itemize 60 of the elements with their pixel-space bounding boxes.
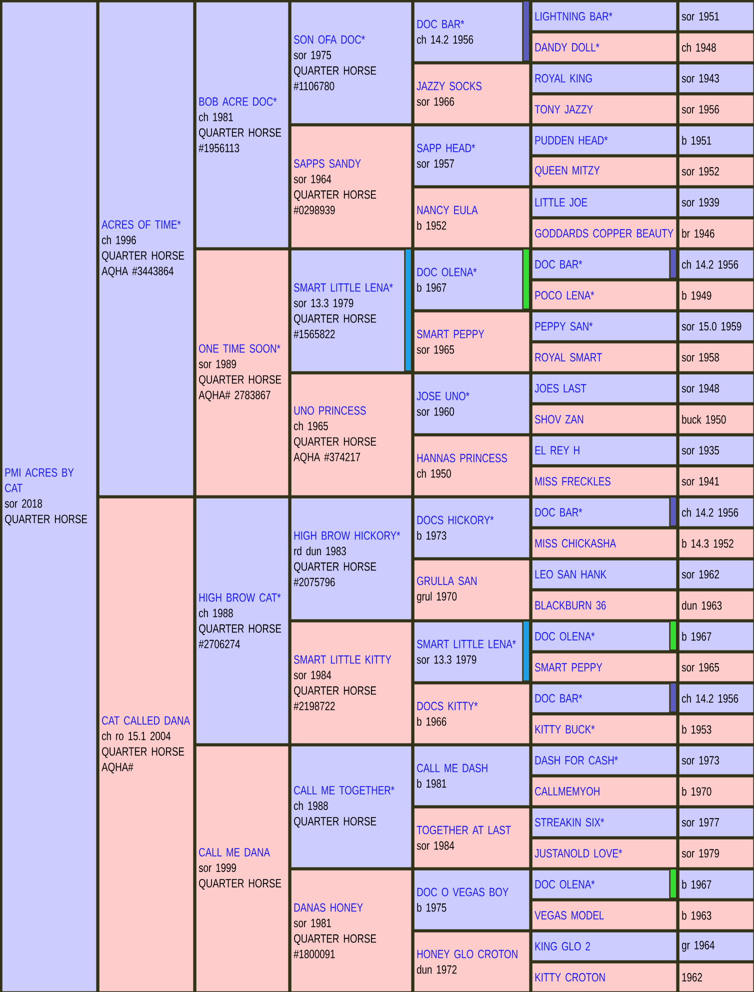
pedigree-cell: JAZZY SOCKS sor 1966	[412, 62, 531, 125]
pedigree-cell: sor 1939	[678, 186, 754, 218]
pedigree-cell: PMI ACRES BY CAT sor 2018 QUARTER HORSE	[0, 0, 98, 992]
pedigree-cell: JOSE UNO* sor 1960	[412, 372, 531, 435]
pedigree-cell: ch 1948	[678, 32, 754, 63]
pedigree-cell: ONE TIME SOON* sor 1989 QUARTER HORSE AQHA# 2783867	[194, 248, 290, 497]
pedigree-cell: br 1946	[678, 218, 754, 249]
pedigree-cell: b 14.3 1952	[678, 528, 754, 559]
pedigree-cell: b 1951	[678, 124, 754, 156]
pedigree-cell: HANNAS PRINCESS ch 1950	[412, 434, 531, 497]
pedigree-cell: DOC BAR*	[530, 248, 671, 280]
pedigree-cell: DOC BAR* ch 14.2 1956	[412, 0, 524, 63]
pedigree-cell: b 1949	[678, 280, 754, 311]
pedigree-cell: sor 15.0 1959	[678, 310, 754, 342]
pedigree-cell: DANAS HONEY sor 1981 QUARTER HORSE #1800091	[290, 868, 413, 992]
pedigree-cell: DOCS KITTY* b 1966	[412, 682, 531, 745]
pedigree-cell: sor 1943	[678, 62, 754, 94]
pedigree-cell: ch 14.2 1956	[678, 682, 754, 714]
pedigree-cell: b 1970	[678, 776, 754, 807]
pedigree-cell: DOCS HICKORY* b 1973	[412, 496, 531, 559]
pedigree-cell: sor 1941	[678, 466, 754, 497]
pedigree-cell: sor 1962	[678, 558, 754, 590]
pedigree-cell: 1962	[678, 962, 754, 992]
pedigree-cell: CALL ME DANA sor 1999 QUARTER HORSE	[194, 744, 290, 992]
pedigree-cell: b 1967	[678, 868, 754, 900]
pedigree-cell: DOC BAR*	[530, 682, 671, 714]
pedigree-cell: HONEY GLO CROTON dun 1972	[412, 930, 531, 992]
pedigree-cell: TOGETHER AT LAST sor 1984	[412, 806, 531, 869]
pedigree-cell: DOC O VEGAS BOY b 1975	[412, 868, 531, 931]
pedigree-cell: DOC OLENA*	[530, 620, 671, 652]
pedigree-cell: DOC BAR*	[530, 496, 671, 528]
pedigree-cell: sor 1956	[678, 94, 754, 125]
pedigree-cell: ch 14.2 1956	[678, 496, 754, 528]
pedigree-cell: sor 1965	[678, 652, 754, 683]
pedigree-cell: DOC OLENA*	[530, 868, 671, 900]
pedigree-cell: sor 1977	[678, 806, 754, 838]
pedigree-cell: sor 1935	[678, 434, 754, 466]
pedigree-cell: sor 1973	[678, 744, 754, 776]
pedigree-cell: gr 1964	[678, 930, 754, 962]
pedigree-cell: SMART PEPPY sor 1965	[412, 310, 531, 373]
pedigree-cell: SAPP HEAD* sor 1957	[412, 124, 531, 187]
pedigree-cell: SMART LITTLE LENA* sor 13.3 1979	[412, 620, 524, 683]
pedigree-cell: dun 1963	[678, 590, 754, 621]
pedigree-cell: sor 1951	[678, 0, 754, 32]
pedigree-cell: sor 1948	[678, 372, 754, 404]
pedigree-cell: GRULLA SAN grul 1970	[412, 558, 531, 621]
pedigree-cell: b 1963	[678, 900, 754, 931]
pedigree-cell: DOC OLENA* b 1967	[412, 248, 524, 311]
pedigree-cell: b 1967	[678, 620, 754, 652]
pedigree-cell: sor 1958	[678, 342, 754, 373]
pedigree-cell: NANCY EULA b 1952	[412, 186, 531, 249]
pedigree-cell: HIGH BROW CAT* ch 1988 QUARTER HORSE #2706274	[194, 496, 290, 745]
pedigree-cell: CALL ME DASH b 1981	[412, 744, 531, 807]
pedigree-cell: b 1953	[678, 714, 754, 745]
pedigree-cell: ch 14.2 1956	[678, 248, 754, 280]
pedigree-cell: sor 1952	[678, 156, 754, 187]
pedigree-cell: sor 1979	[678, 838, 754, 869]
pedigree-cell: buck 1950	[678, 404, 754, 435]
pedigree-cell: SMART LITTLE LENA* sor 13.3 1979 QUARTER HORSE #1565822	[290, 248, 406, 373]
pedigree-cell: BOB ACRE DOC* ch 1981 QUARTER HORSE #1956113	[194, 0, 290, 249]
